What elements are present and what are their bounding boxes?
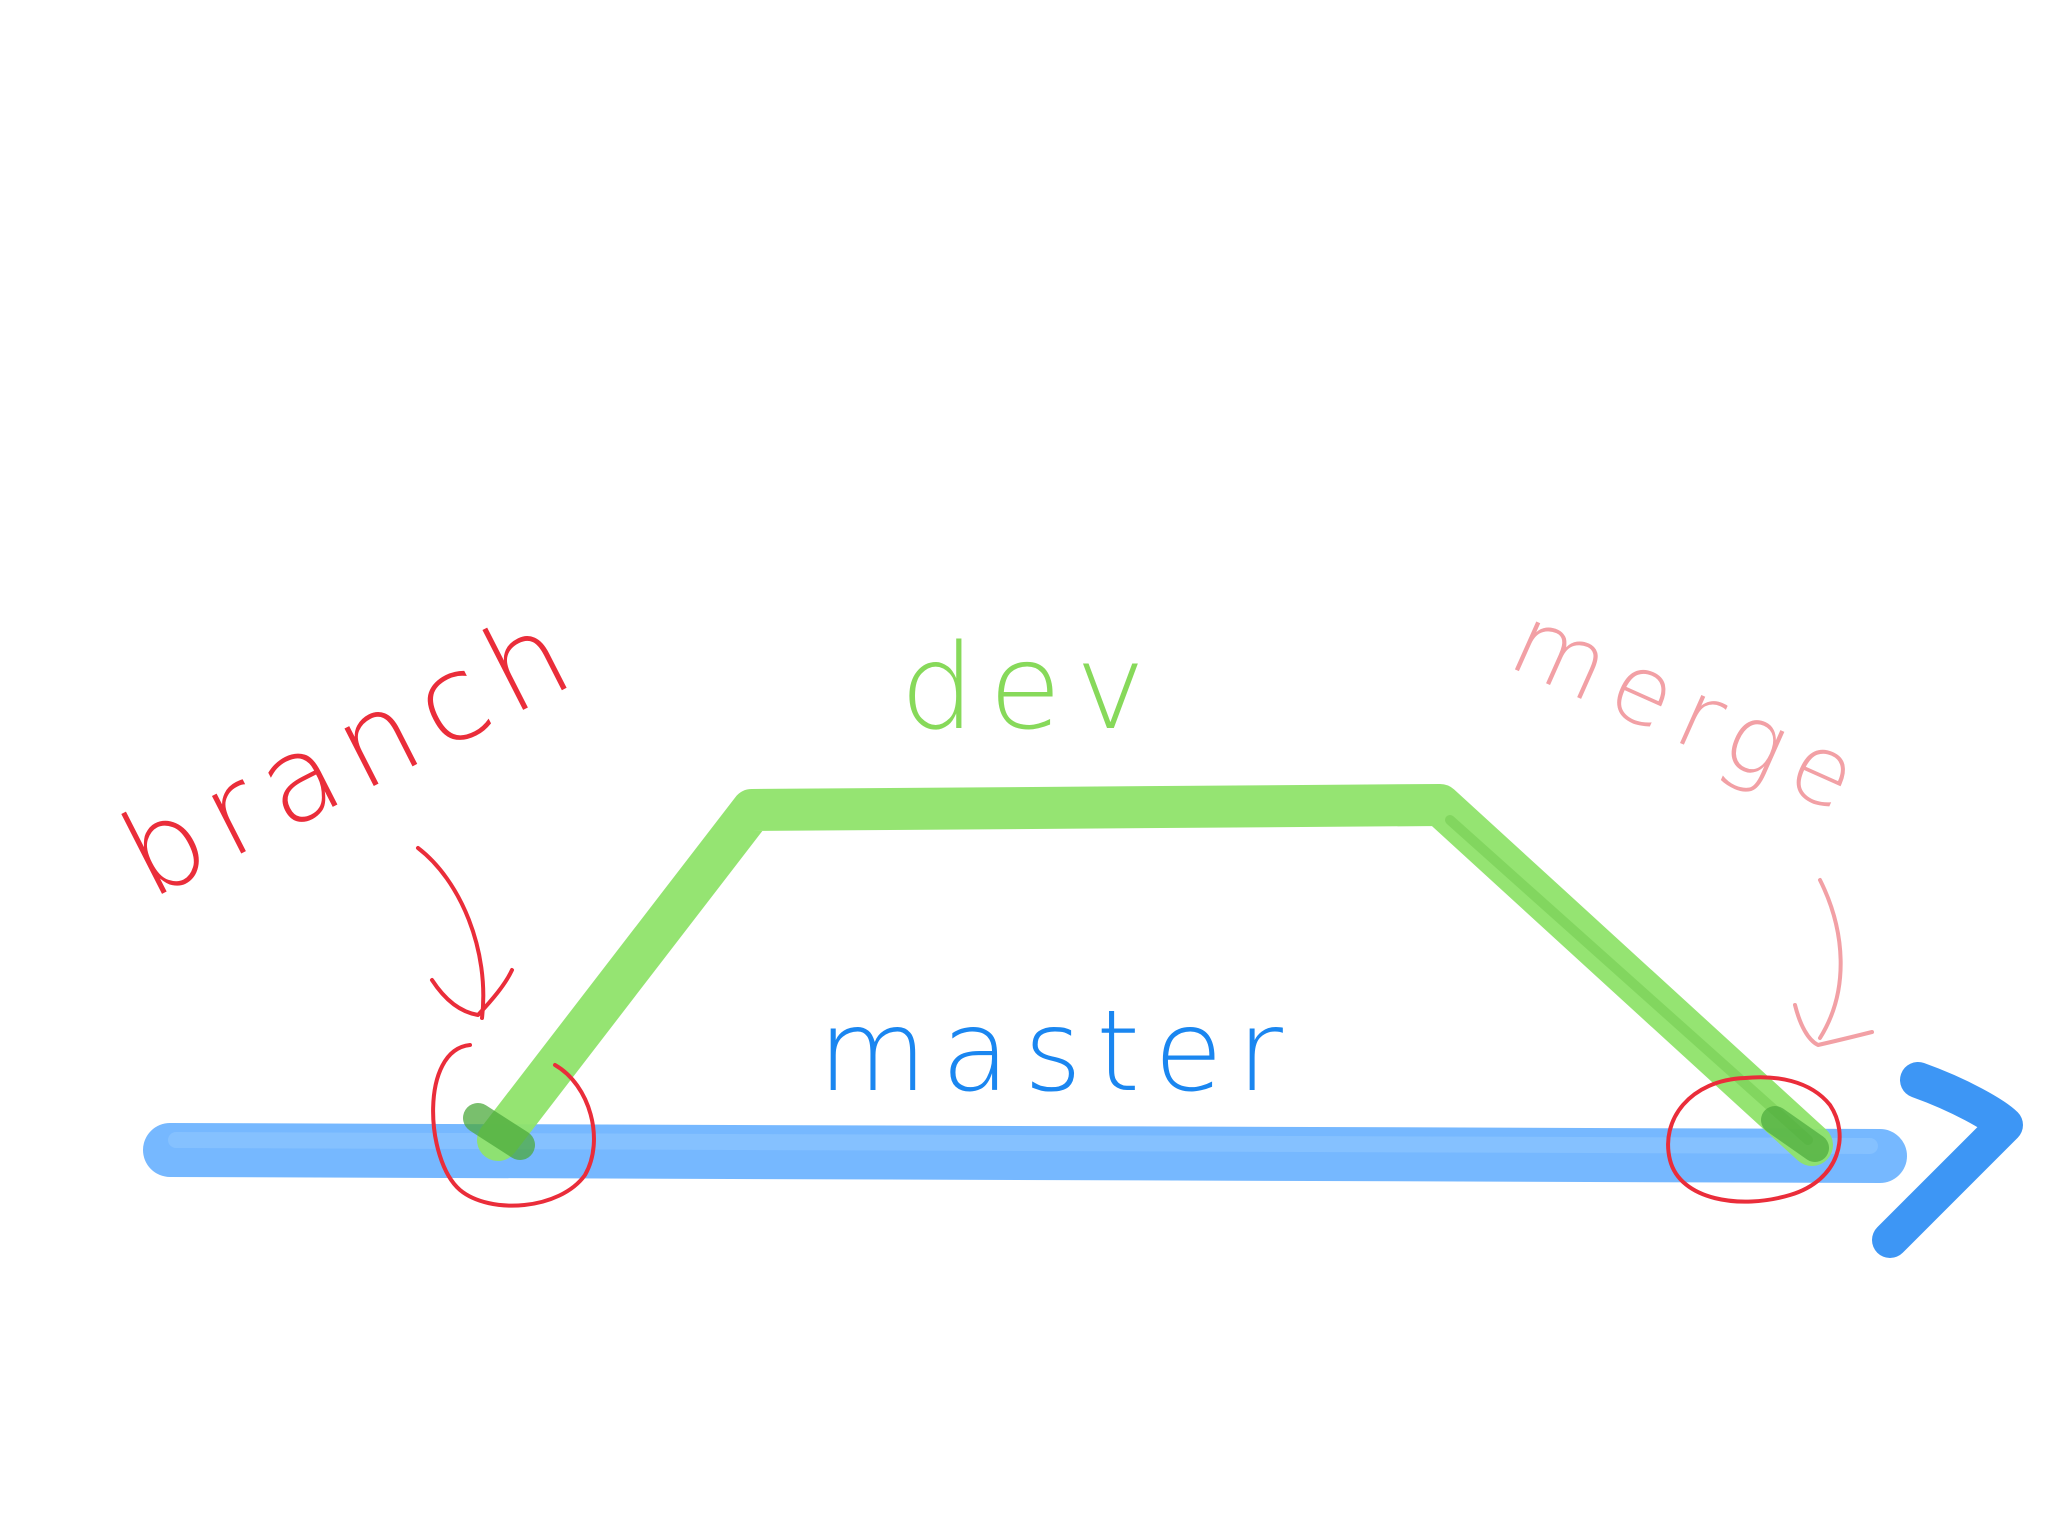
master-branch [143, 1062, 2023, 1258]
merge-arrow-icon [1793, 878, 1874, 1047]
master-arrow-icon [1872, 1062, 2023, 1258]
master-line-highlight [168, 1132, 1878, 1154]
branch-arrow-icon [416, 846, 514, 1020]
dev-branch [463, 784, 1833, 1166]
dev-label: dev [900, 618, 1159, 756]
dev-merge-end-overlap [1761, 1106, 1829, 1162]
master-label: master [818, 987, 1297, 1117]
dev-branch-start-overlap [463, 1103, 535, 1160]
branch-circle-icon [431, 1043, 596, 1208]
dev-line-shade [1445, 815, 1813, 1145]
dev-line [477, 784, 1833, 1166]
merge-circle-icon [1666, 1075, 1842, 1204]
master-line [143, 1123, 1907, 1183]
